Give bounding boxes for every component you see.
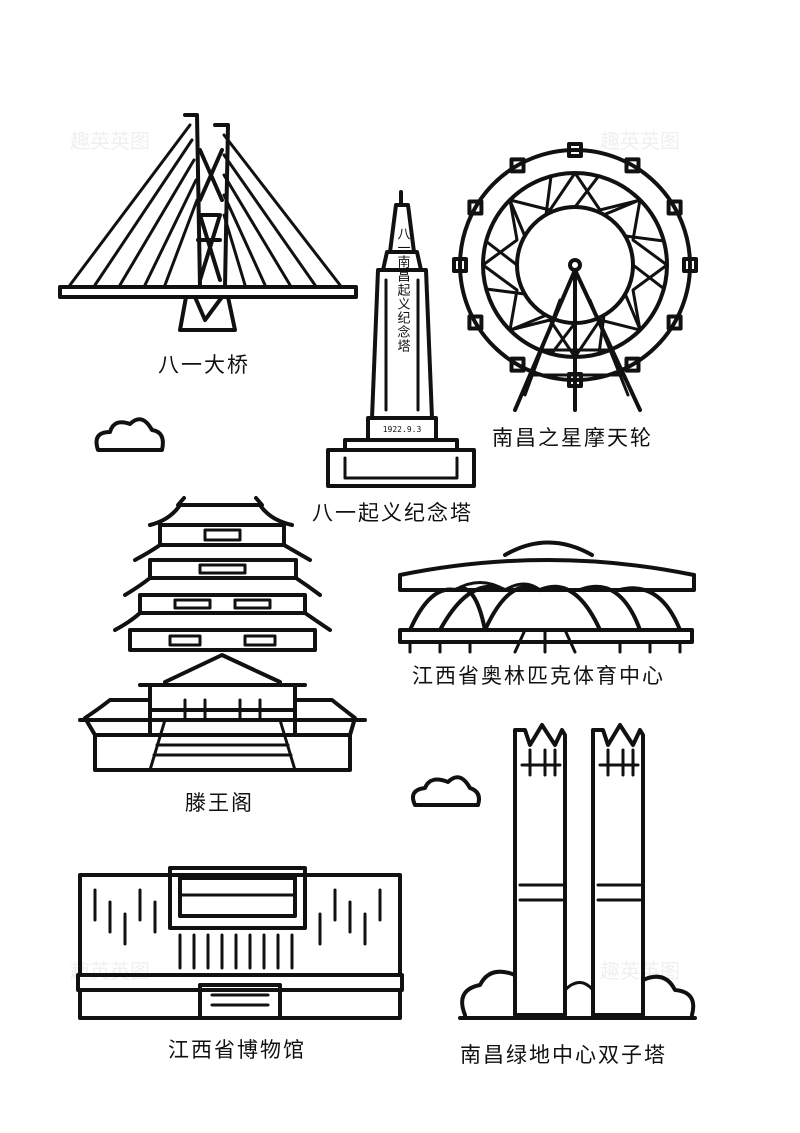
bayi-bridge-drawing: [58, 113, 358, 332]
cloud-drawing: [411, 775, 481, 807]
wheel-cabin: [624, 157, 641, 174]
wheel-spoke: [623, 234, 666, 243]
cloud-drawing: [94, 417, 165, 452]
wheel-cabin: [467, 199, 484, 216]
label-bayi-uprising-tower: 八一起义纪念塔: [312, 501, 473, 525]
label-tengwang-pavilion: 滕王阁: [185, 791, 254, 815]
wheel-spoke: [602, 198, 642, 217]
wheel-cabin: [509, 356, 526, 373]
label-olympic-center: 江西省奥林匹克体育中心: [412, 664, 665, 688]
tower-date: 1922.9.3: [383, 425, 422, 434]
watermark: 趣英英图: [70, 129, 150, 153]
wheel-spoke: [544, 174, 553, 217]
label-greenland-twin-towers: 南昌绿地中心双子塔: [460, 1043, 667, 1067]
label-bayi-bridge: 八一大桥: [158, 353, 250, 377]
wheel-spoke: [484, 287, 527, 296]
wheel-cabin: [624, 356, 641, 373]
wheel-cabin: [467, 314, 484, 331]
wheel-spoke: [484, 239, 519, 267]
wheel-spoke: [631, 263, 666, 291]
wheel-spoke: [623, 292, 642, 332]
greenland-twin-towers-drawing: [458, 723, 697, 1020]
wheel-spoke: [508, 198, 527, 238]
tower-inscription: 八一南昌起义纪念塔: [395, 227, 411, 353]
bayi-uprising-tower-drawing: 八一南昌起义纪念塔 1922.9.3: [326, 190, 476, 488]
label-museum: 江西省博物馆: [168, 1038, 306, 1062]
olympic-center-drawing: [398, 540, 696, 654]
wheel-cabin: [666, 199, 683, 216]
wheel-spoke: [573, 174, 601, 209]
wheel-cabin: [509, 157, 526, 174]
tengwang-pavilion-drawing: [78, 496, 367, 772]
ferris-wheel-drawing: [452, 142, 698, 412]
wheel-cabin: [452, 257, 468, 273]
label-ferris-wheel: 南昌之星摩天轮: [492, 426, 653, 450]
wheel-cabin: [666, 314, 683, 331]
wheel-cabin: [567, 142, 583, 158]
watermark: 趣英英图: [600, 129, 680, 153]
wheel-spoke: [508, 313, 548, 332]
wheel-spoke: [597, 313, 606, 356]
watermark: 趣英英图: [70, 959, 150, 983]
wheel-cabin: [682, 257, 698, 273]
museum-drawing: [76, 866, 404, 1020]
